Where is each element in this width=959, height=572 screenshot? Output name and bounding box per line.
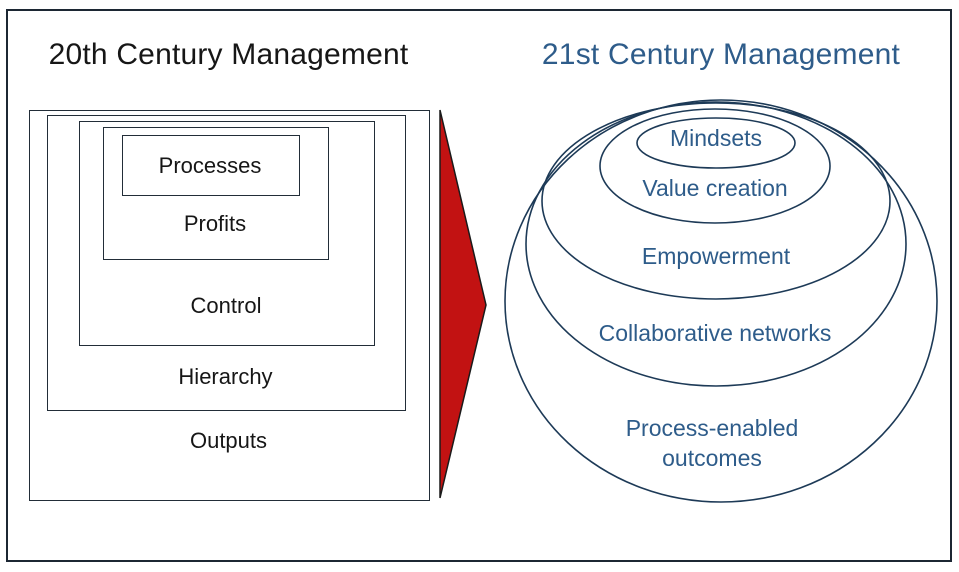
label-process-enabled-outcomes: Process-enabled outcomes — [625, 415, 799, 471]
right-panel-title: 21st Century Management — [541, 38, 901, 71]
ellipse-collaborative-networks — [525, 101, 907, 387]
ellipse-process-enabled-outcomes — [504, 99, 938, 503]
diagram-frame — [6, 9, 952, 562]
ellipse-mindsets — [636, 117, 796, 169]
label-profits: Profits — [183, 211, 247, 236]
box-hierarchy — [47, 115, 406, 411]
box-control — [79, 121, 375, 346]
box-processes — [122, 135, 300, 196]
label-hierarchy: Hierarchy — [178, 364, 273, 389]
label-mindsets: Mindsets — [669, 125, 763, 151]
label-collaborative-networks: Collaborative networks — [598, 320, 832, 346]
left-panel-title: 20th Century Management — [48, 38, 409, 71]
ellipse-value-creation — [599, 108, 831, 224]
box-profits — [103, 127, 329, 260]
label-control: Control — [190, 293, 262, 318]
label-processes: Processes — [158, 153, 262, 178]
label-value-creation: Value creation — [642, 175, 788, 201]
transformation-arrow-icon — [439, 109, 487, 499]
ellipse-empowerment — [541, 102, 891, 300]
box-outputs — [29, 110, 430, 501]
label-outputs: Outputs — [189, 428, 268, 453]
label-empowerment: Empowerment — [641, 243, 791, 269]
